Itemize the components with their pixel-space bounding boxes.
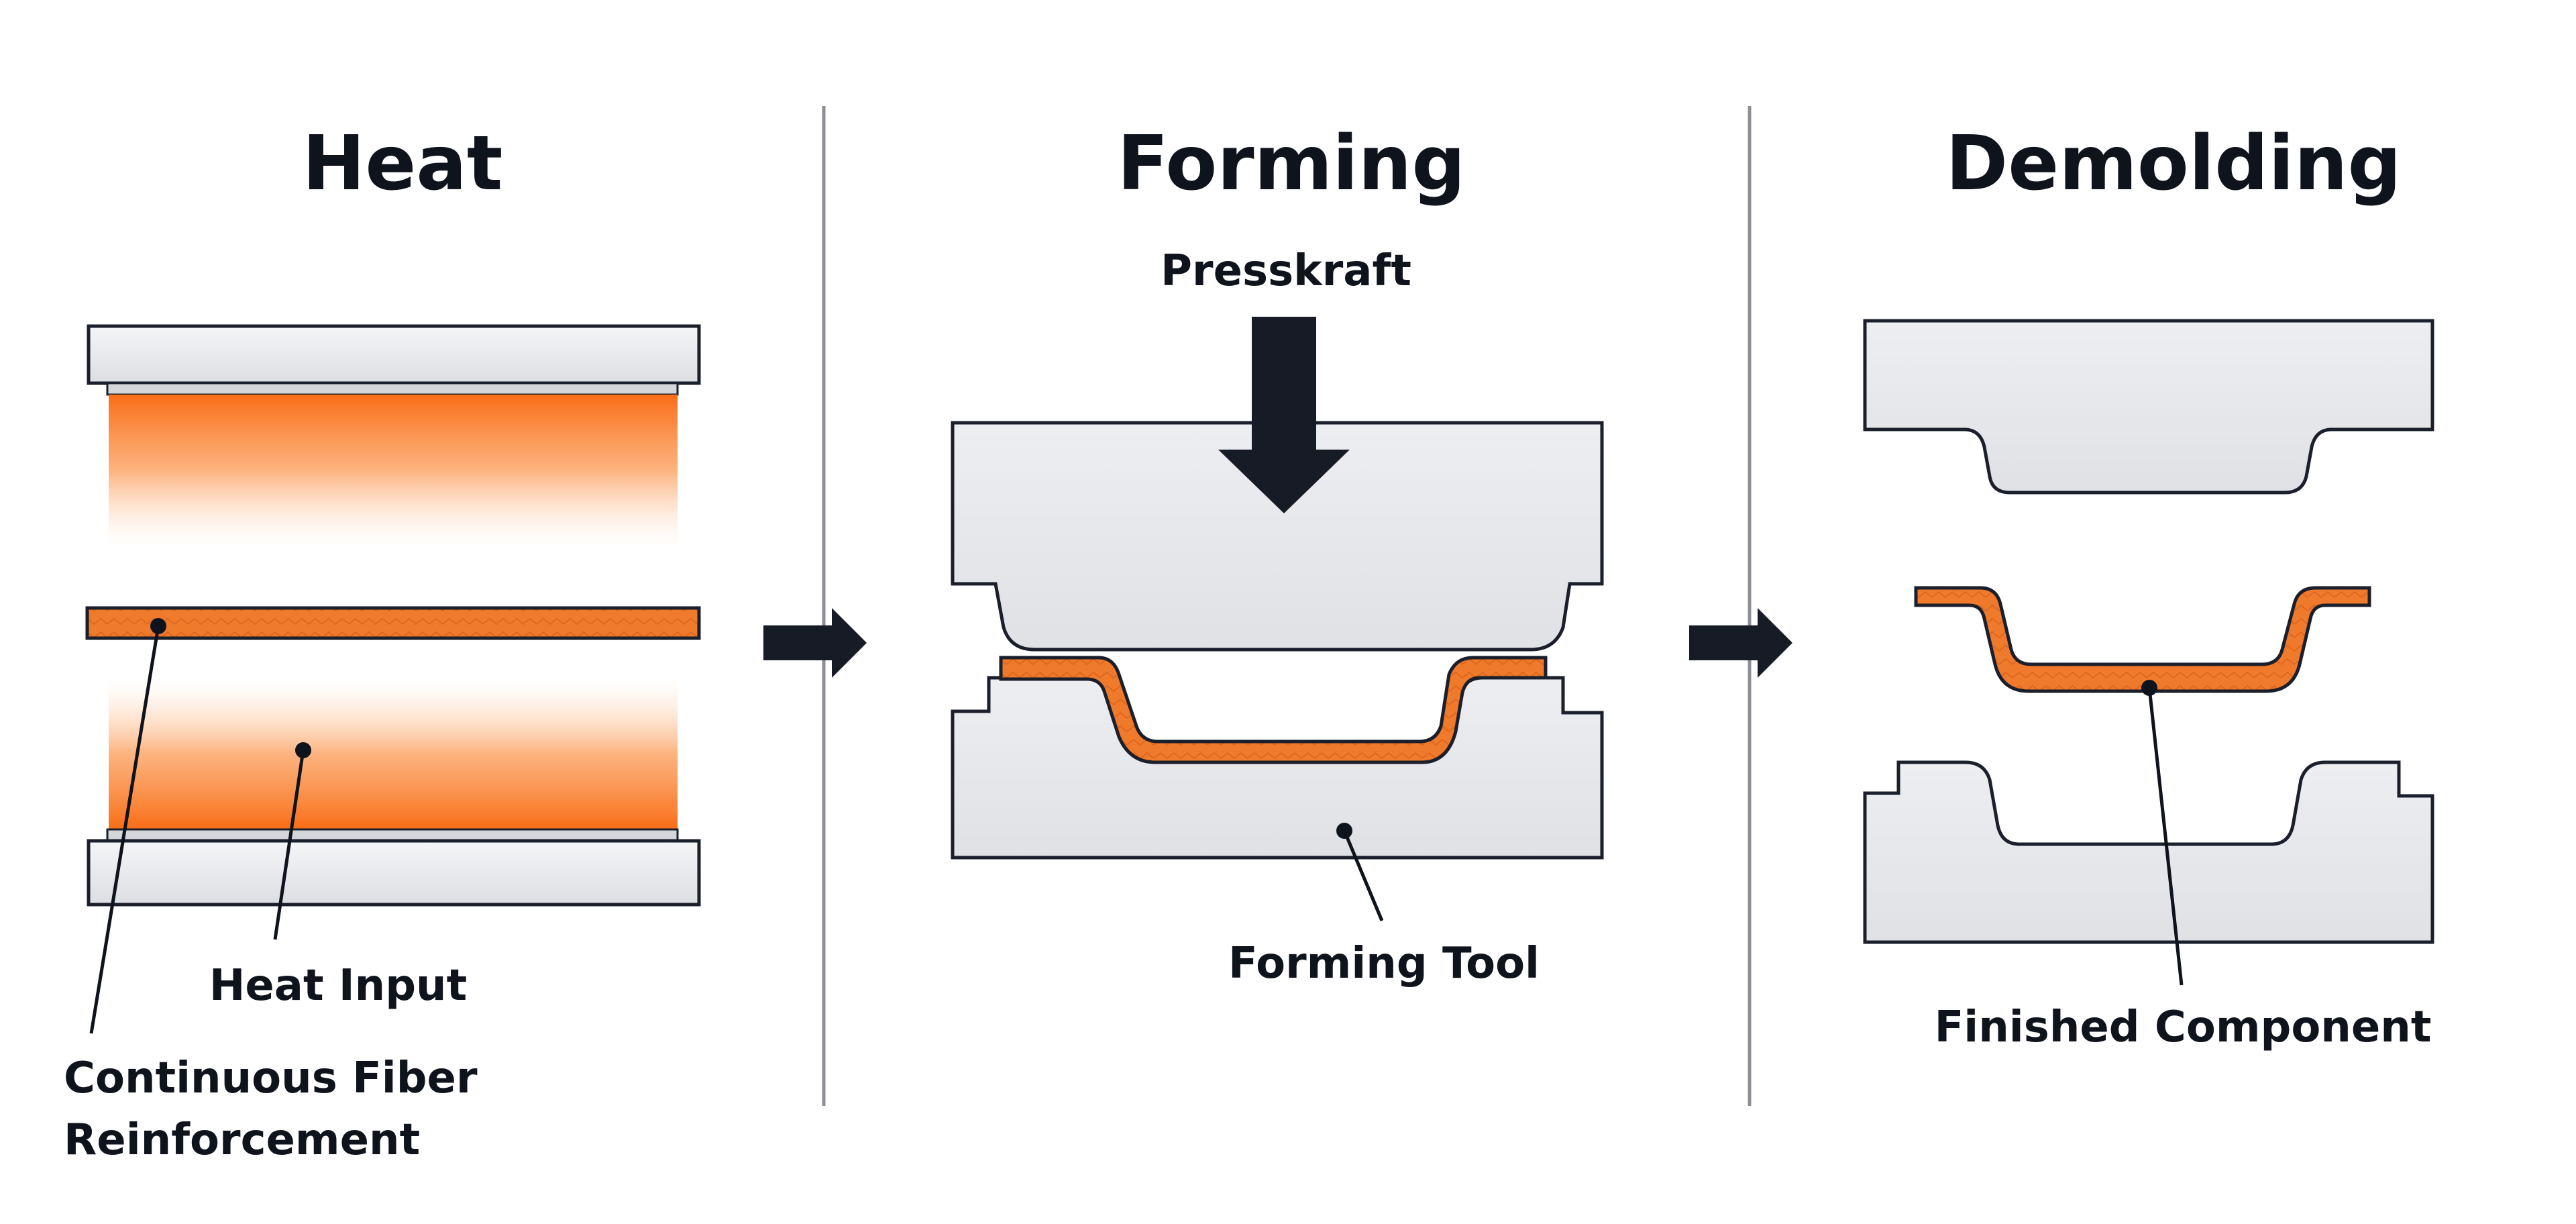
forming-panel: Presskraft Forming Tool [951, 246, 1604, 988]
lower-forming-die [951, 676, 1604, 860]
down-arrow-icon [1218, 317, 1350, 513]
press-force-label: Presskraft [1161, 246, 1411, 296]
forming-title: Forming [1117, 120, 1465, 207]
component-leader-line [2147, 687, 2184, 986]
heat-panel: Heat Input Continuous Fiber Reinforcemen… [64, 324, 701, 1165]
heat-leader-line [273, 750, 305, 940]
finished-component-part [1914, 586, 2371, 693]
upper-die-open [1863, 319, 2434, 495]
bottom-heater-elements [106, 828, 679, 842]
top-heat-glow [109, 395, 678, 548]
tool-leader-line [1342, 830, 1384, 921]
finished-component-label: Finished Component [1935, 1003, 2432, 1052]
fiber-label-line1: Continuous Fiber [64, 1054, 478, 1103]
forming-tool-label: Forming Tool [1228, 939, 1540, 988]
fiber-leader-line [89, 625, 160, 1034]
bottom-heater-plate [87, 839, 701, 907]
demolding-title: Demolding [1945, 120, 2401, 207]
heat-input-label: Heat Input [209, 961, 467, 1011]
top-heater-plate [87, 324, 701, 385]
formed-composite-sheet [999, 656, 1548, 764]
upper-forming-die [951, 421, 1604, 652]
top-heater-elements [106, 382, 679, 396]
fiber-sheet [85, 606, 701, 640]
fiber-label-line2: Reinforcement [64, 1115, 420, 1165]
demolding-panel: Finished Component [1863, 319, 2434, 1052]
right-arrow-icon [763, 608, 867, 678]
heat-title: Heat [303, 120, 503, 207]
bottom-heat-glow [109, 678, 678, 829]
right-arrow-icon [1689, 608, 1792, 678]
lower-die-open [1863, 760, 2434, 944]
